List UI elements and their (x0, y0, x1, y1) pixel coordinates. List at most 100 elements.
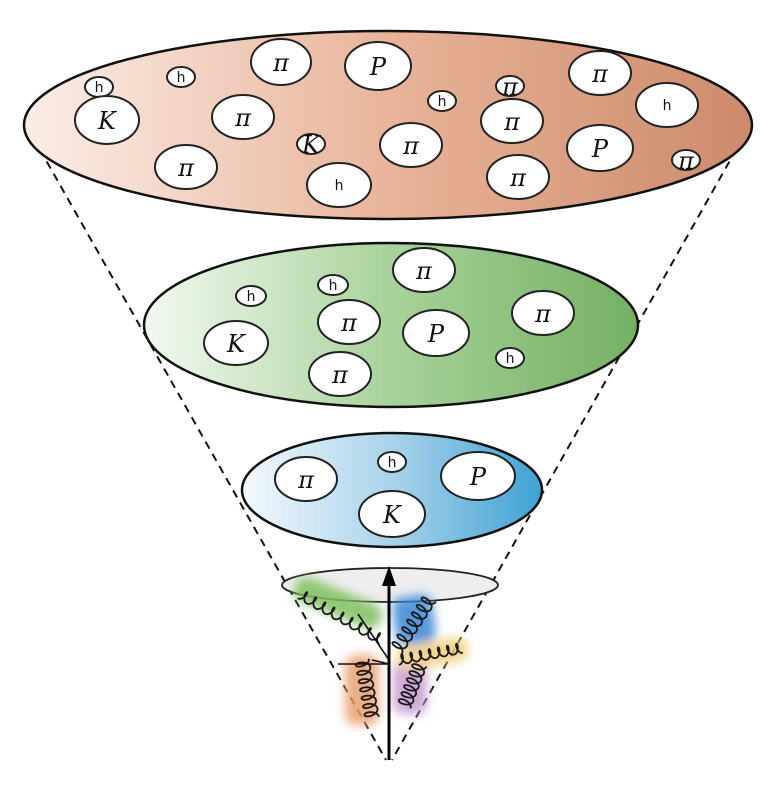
hadron-bubble (235, 285, 267, 307)
hadron-label: h (329, 278, 338, 294)
pion-particle: π (511, 290, 575, 336)
pion-bubble (392, 247, 456, 293)
hadron-label: h (95, 80, 104, 96)
hadron-particle: h (495, 347, 525, 369)
kaon-label: K (382, 501, 403, 529)
gluon-connector-line (371, 659, 390, 665)
proton-particle: P (344, 41, 412, 91)
pion-bubble (511, 290, 575, 336)
hadron-particle: h (317, 274, 349, 296)
proton-bubble (344, 41, 412, 91)
gluon-purple (397, 663, 428, 709)
kaon-bubble (74, 95, 140, 145)
pion-label: π (177, 154, 195, 182)
pion-bubble (211, 94, 275, 140)
hadron-bubble (166, 66, 196, 88)
proton-label: P (427, 320, 445, 348)
pion-bubble (379, 122, 443, 168)
jet-axis-arrow (382, 566, 396, 760)
pion-label: π (501, 73, 519, 101)
pion-label: π (272, 49, 290, 77)
kaon-label: K (301, 131, 322, 159)
hadron-particle: h (377, 451, 407, 473)
kaon-bubble (358, 490, 426, 538)
kaon-particle: K (358, 490, 426, 538)
pion-label: π (591, 60, 609, 88)
pion-particle: π (154, 144, 218, 190)
cone-left-edge (25, 124, 387, 761)
hadron-label: h (388, 455, 397, 471)
kaon-bubble (203, 320, 269, 366)
gluon-yellow (398, 642, 463, 666)
pion-bubble (154, 144, 218, 190)
hadron-particle: h (166, 66, 196, 88)
pion-particle: π (250, 38, 312, 86)
pion-label: π (402, 132, 420, 160)
kaon-bubble (296, 133, 326, 155)
kaon-label: K (226, 330, 247, 358)
pion-particle: π (308, 351, 372, 397)
proton-bubble (402, 309, 470, 357)
hadron-bubble (635, 82, 699, 128)
gluon-springs (297, 591, 463, 718)
pion-label: π (677, 147, 695, 175)
pion-bubble (486, 154, 550, 200)
proton-particle: P (440, 451, 516, 501)
pion-particle: π (671, 147, 701, 175)
proton-label: P (469, 463, 487, 491)
pion-label: π (415, 257, 433, 285)
hadron-label: h (335, 178, 344, 194)
hadron-bubble (306, 162, 372, 208)
kaon-label: K (97, 107, 118, 135)
pion-label: π (340, 309, 358, 337)
hadron-bubble (377, 451, 407, 473)
proton-bubble (566, 124, 634, 172)
pion-label: π (534, 300, 552, 328)
hadron-particle: h (427, 90, 457, 112)
pion-particle: π (486, 154, 550, 200)
hadron-particle: h (306, 162, 372, 208)
pion-particle: π (211, 94, 275, 140)
hadron-label: h (506, 351, 515, 367)
gluon-blue (391, 596, 437, 655)
hadron-particle: h (84, 76, 114, 98)
gluon-connector-line (357, 613, 390, 661)
pion-label: π (297, 466, 315, 494)
pion-bubble (274, 456, 338, 502)
gluon-orange (354, 658, 380, 718)
proton-particle: P (402, 309, 470, 357)
hadron-label: h (438, 94, 447, 110)
pion-bubble (250, 38, 312, 86)
pion-particle: π (379, 122, 443, 168)
proton-particle: P (566, 124, 634, 172)
pion-particle: π (568, 50, 632, 96)
proton-bubble (440, 451, 516, 501)
pion-particle: π (274, 456, 338, 502)
pion-label: π (503, 108, 521, 136)
pion-label: π (234, 104, 252, 132)
pion-bubble (671, 149, 701, 171)
pion-label: π (509, 164, 527, 192)
pion-particle: π (317, 299, 381, 345)
gluon-green (297, 591, 381, 646)
proton-label: P (369, 53, 387, 81)
pion-bubble (495, 75, 525, 97)
kaon-particle: K (74, 95, 140, 145)
pion-bubble (568, 50, 632, 96)
kaon-particle: K (296, 131, 326, 159)
pion-particle: π (495, 73, 525, 101)
pion-label: π (331, 361, 349, 389)
hadron-particle: h (635, 82, 699, 128)
hadron-bubble (495, 347, 525, 369)
pion-particle: π (480, 98, 544, 144)
pion-bubble (308, 351, 372, 397)
hadron-particle: h (235, 285, 267, 307)
pion-bubble (480, 98, 544, 144)
proton-label: P (591, 135, 609, 163)
pion-bubble (317, 299, 381, 345)
kaon-particle: K (203, 320, 269, 366)
